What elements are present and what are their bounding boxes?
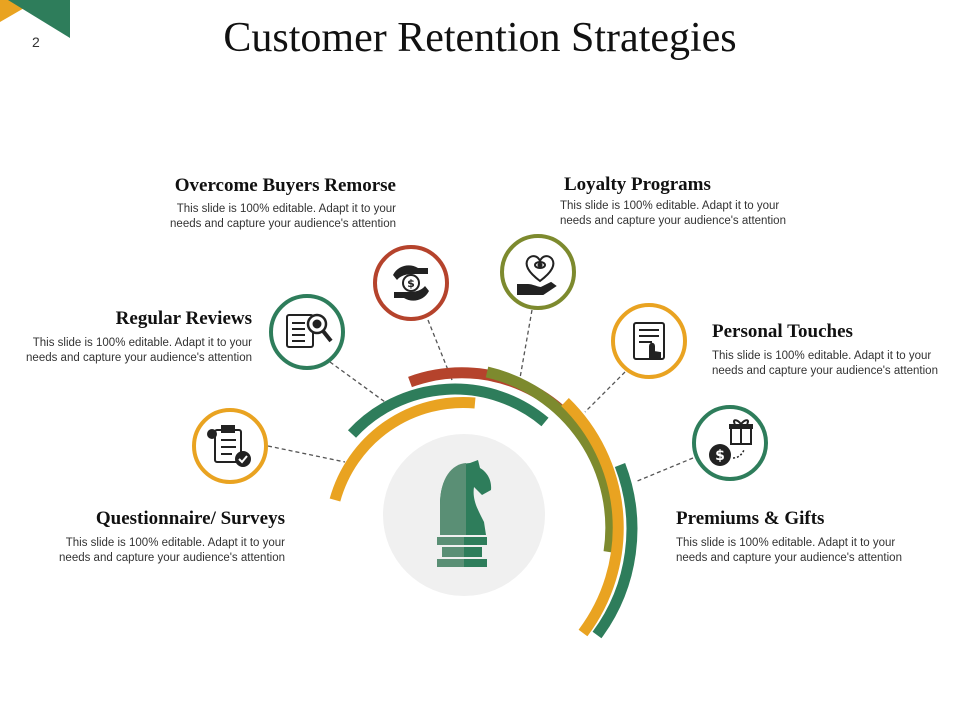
- item-desc-premiums: This slide is 100% editable. Adapt it to…: [676, 537, 902, 564]
- item-title-loyalty: Loyalty Programs: [564, 174, 711, 195]
- item-desc-regular-reviews: This slide is 100% editable. Adapt it to…: [26, 337, 252, 364]
- item-desc-overcome-remorse: This slide is 100% editable. Adapt it to…: [170, 203, 396, 230]
- node-loyalty: [500, 234, 576, 310]
- item-title-regular-reviews: Regular Reviews: [115, 308, 252, 329]
- item-title-personal-touches: Personal Touches: [712, 321, 853, 342]
- arc-bands: [329, 366, 638, 639]
- item-title-questionnaire: Questionnaire/ Surveys: [95, 508, 285, 529]
- arc-green-outer: [592, 463, 638, 639]
- node-regular-reviews: [269, 294, 345, 370]
- item-title-overcome-remorse: Overcome Buyers Remorse: [174, 175, 396, 196]
- item-desc-personal-touches: This slide is 100% editable. Adapt it to…: [712, 350, 938, 377]
- svg-text:$: $: [715, 448, 725, 464]
- arc-green-inner: [347, 383, 549, 438]
- connector-lines: [267, 309, 694, 483]
- clipboard-checklist-icon: [207, 425, 251, 467]
- chess-knight-icon: [437, 460, 492, 567]
- heart-in-hand-icon: [517, 255, 557, 295]
- slide-number: 2: [32, 34, 40, 50]
- slide-title: Customer Retention Strategies: [223, 15, 737, 61]
- arc-orange-inner: [329, 396, 476, 502]
- touch-document-icon: [633, 322, 665, 360]
- gift-dollar-icon: $: [709, 419, 753, 466]
- item-desc-loyalty: This slide is 100% editable. Adapt it to…: [560, 200, 786, 227]
- node-questionnaire: [192, 408, 268, 484]
- arc-orange-outer: [561, 398, 624, 637]
- node-overcome-remorse: $: [373, 245, 449, 321]
- document-magnifier-icon: [286, 313, 333, 348]
- item-desc-questionnaire: This slide is 100% editable. Adapt it to…: [59, 537, 285, 564]
- money-exchange-hands-icon: $: [393, 265, 429, 301]
- node-premiums: $: [692, 405, 768, 481]
- node-personal-touches: [611, 303, 687, 379]
- item-title-premiums: Premiums & Gifts: [676, 508, 825, 529]
- corner-decoration: [0, 0, 70, 38]
- svg-text:$: $: [407, 277, 415, 290]
- arc-olive: [485, 366, 617, 553]
